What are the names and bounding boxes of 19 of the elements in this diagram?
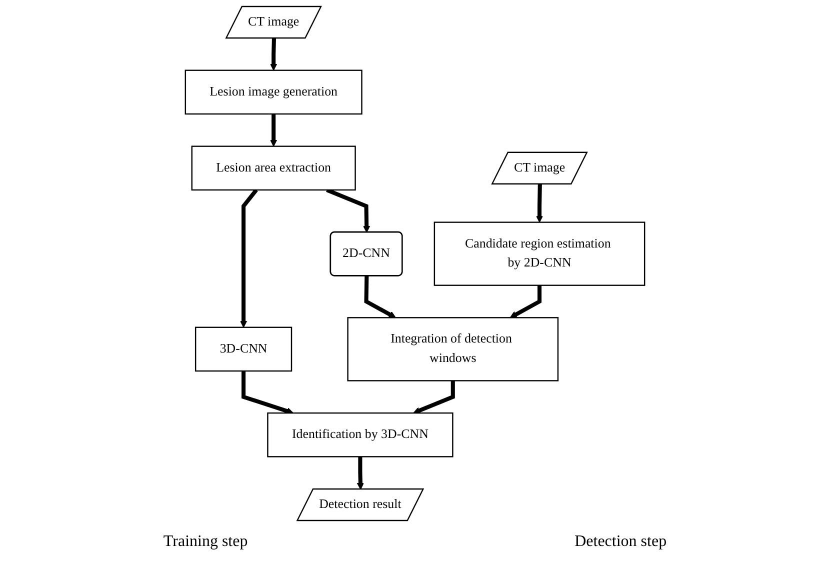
arrow	[413, 380, 455, 414]
arrow	[536, 184, 544, 223]
node-box	[194, 326, 292, 372]
arrow	[510, 285, 542, 318]
arrow	[270, 38, 278, 71]
arrow	[240, 188, 258, 328]
arrow	[364, 276, 396, 318]
node-box	[191, 146, 356, 191]
node-box	[434, 222, 646, 286]
arrow	[326, 188, 370, 233]
flowchart-drawing: CT image Lesion image generation Lesion area extraction 2D-CNN 3D-CNN CT image Candidate region estimation by 2D-CNN Integration of detection windows Identification by 3D-CNN Detection result	[0, 0, 830, 527]
step-caption: Detection step	[574, 533, 667, 551]
node-box	[267, 412, 454, 458]
step-caption: Training step	[163, 533, 248, 551]
node-box	[347, 317, 559, 382]
arrow	[270, 114, 278, 147]
arrow	[242, 371, 294, 414]
node-box	[184, 70, 362, 115]
arrow	[356, 456, 364, 490]
